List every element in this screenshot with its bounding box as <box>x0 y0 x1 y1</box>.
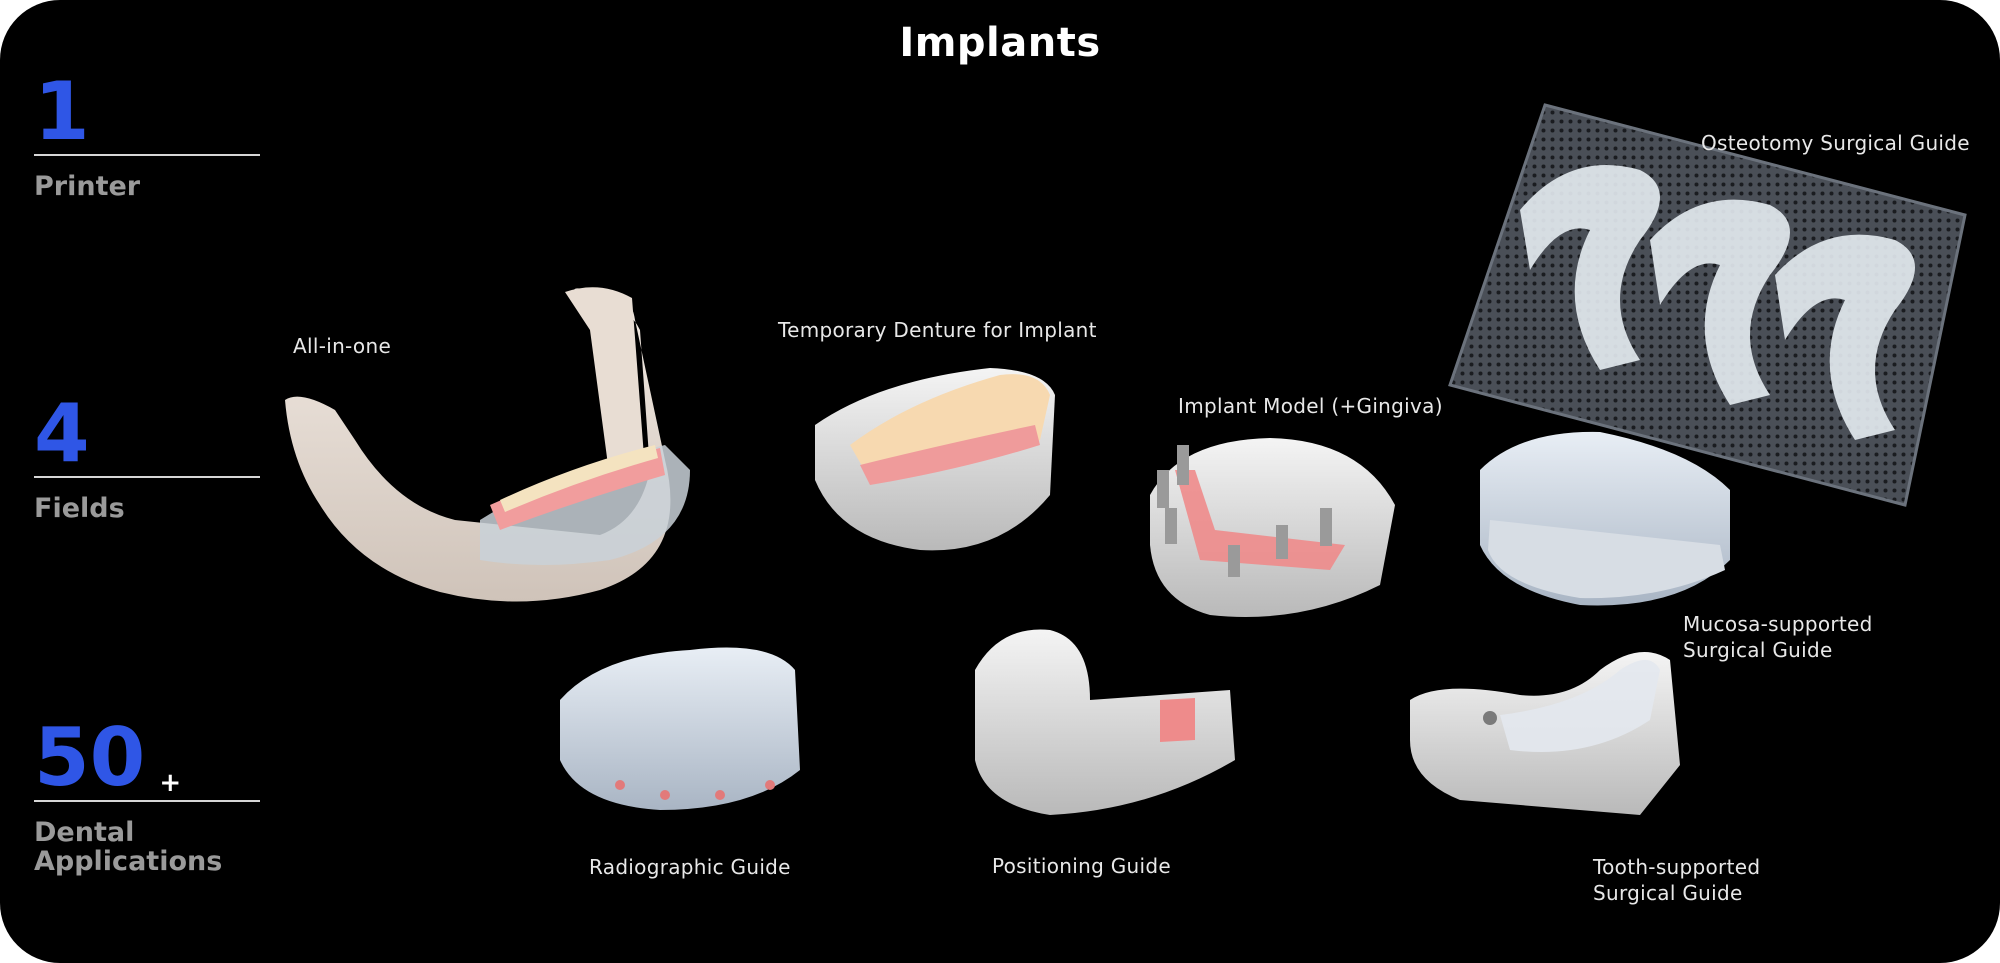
stat-divider <box>34 154 260 156</box>
stat-label: Dental Applications <box>34 817 223 877</box>
caption-positioning-guide: Positioning Guide <box>992 854 1171 878</box>
stat-fields: 4 Fields <box>34 394 262 523</box>
stat-divider <box>34 800 260 802</box>
osteotomy-guide-model <box>1448 103 1967 507</box>
caption-osteotomy-guide: Osteotomy Surgical Guide <box>1701 131 1970 155</box>
caption-implant-model: Implant Model (+Gingiva) <box>1178 394 1443 418</box>
stat-printer: 1 Printer <box>34 72 262 201</box>
caption-mucosa-guide: Mucosa-supported Surgical Guide <box>1683 612 1873 662</box>
stat-number: 4 <box>34 387 90 480</box>
page-title: Implants <box>899 20 1101 66</box>
stat-divider <box>34 476 260 478</box>
stat-label: Fields <box>34 493 125 524</box>
caption-radiographic-guide: Radiographic Guide <box>589 855 791 879</box>
positioning-guide-model <box>975 629 1235 815</box>
stat-suffix: + <box>159 768 182 798</box>
caption-temporary-denture: Temporary Denture for Implant <box>778 318 1097 342</box>
all-in-one-model <box>285 287 690 602</box>
tooth-guide-model <box>1410 652 1680 815</box>
stat-number: 1 <box>34 65 90 158</box>
stat-applications: 50+ Dental Applications <box>34 718 262 876</box>
radiographic-guide-model <box>560 647 800 810</box>
temporary-denture-model <box>815 368 1055 551</box>
mucosa-guide-model <box>1480 431 1730 606</box>
implant-model <box>1150 438 1395 617</box>
stat-number: 50 <box>34 711 146 804</box>
stat-label: Printer <box>34 171 141 202</box>
caption-all-in-one: All-in-one <box>293 334 392 358</box>
caption-tooth-guide: Tooth-supported Surgical Guide <box>1593 855 1761 905</box>
